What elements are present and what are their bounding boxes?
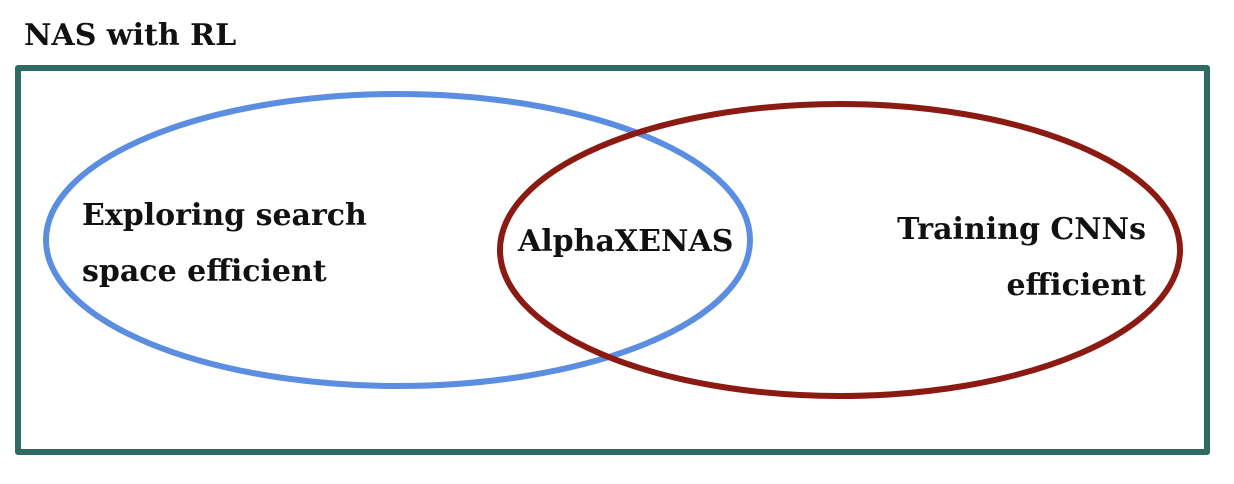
left-set-label: Exploring search space efficient	[82, 188, 367, 300]
outer-frame	[15, 65, 1210, 455]
right-set-label: Training CNNs efficient	[897, 202, 1146, 314]
left-set-label-line-1: Exploring search	[82, 198, 367, 233]
right-set-label-line-2: efficient	[1006, 268, 1146, 303]
diagram-title: NAS with RL	[24, 18, 237, 53]
right-set-ellipse	[497, 101, 1183, 399]
overlap-label: AlphaXENAS	[518, 224, 734, 259]
left-set-ellipse	[43, 91, 753, 389]
left-set-label-line-2: space efficient	[82, 254, 327, 289]
right-set-label-line-1: Training CNNs	[897, 212, 1146, 247]
